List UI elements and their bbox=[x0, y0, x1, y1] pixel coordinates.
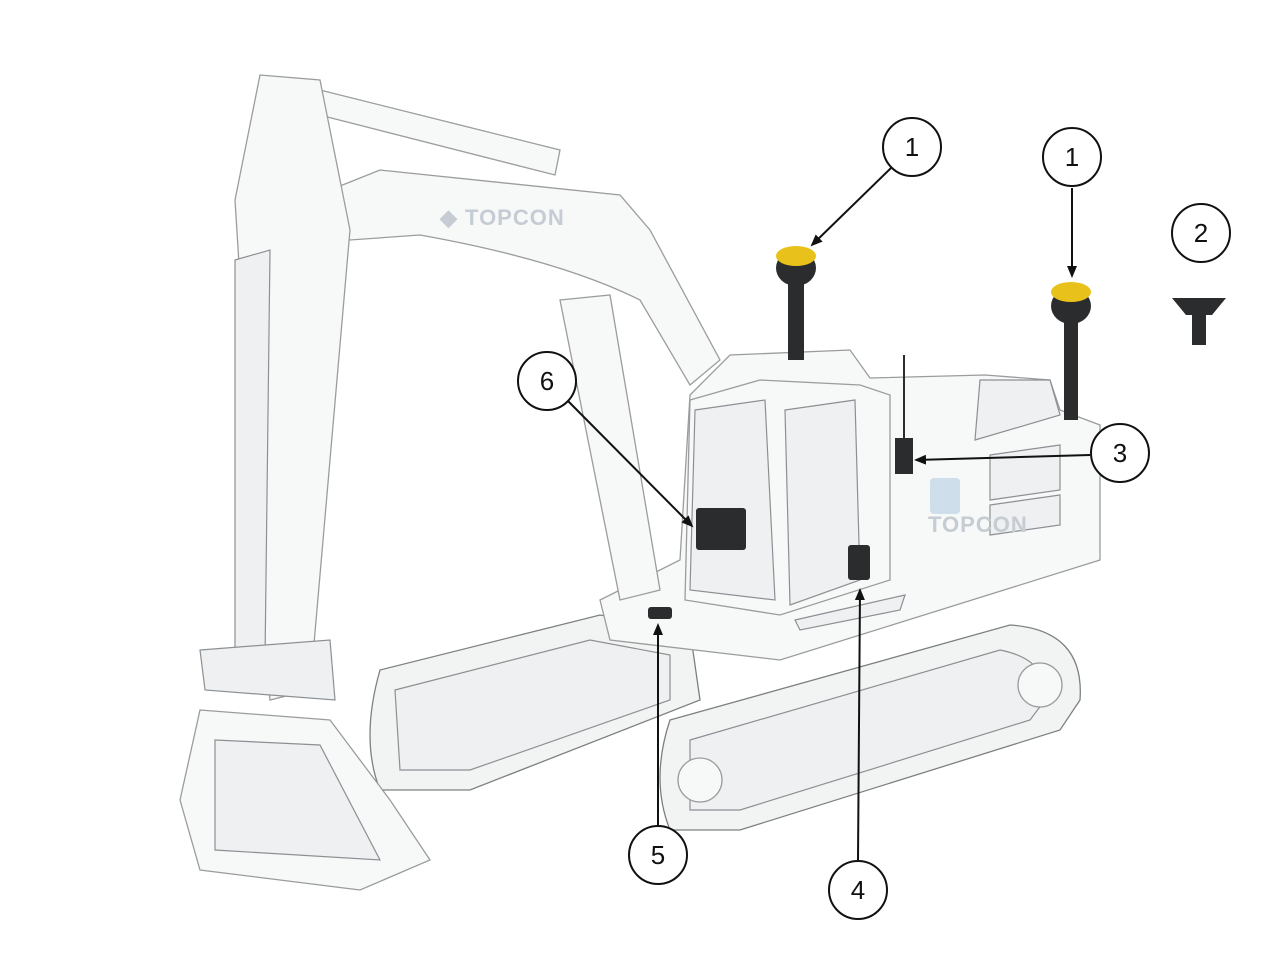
body-logo: TOPCON bbox=[928, 512, 1028, 537]
rear-track bbox=[369, 614, 701, 791]
callout-3: 3 bbox=[1090, 423, 1150, 483]
body-logo-mark bbox=[930, 478, 960, 514]
gnss-antenna-left[interactable] bbox=[776, 246, 816, 360]
callout-2: 2 bbox=[1171, 203, 1231, 263]
arrow-4 bbox=[854, 588, 865, 861]
bucket bbox=[179, 709, 431, 891]
callout-5: 5 bbox=[628, 825, 688, 885]
callout-6: 6 bbox=[517, 351, 577, 411]
boom bbox=[299, 84, 721, 601]
svg-text:6: 6 bbox=[540, 366, 554, 396]
callout-1b: 1 bbox=[1042, 127, 1102, 187]
arrow-3 bbox=[914, 454, 1091, 465]
svg-text:2: 2 bbox=[1194, 218, 1208, 248]
radio-receiver[interactable] bbox=[895, 355, 913, 474]
svg-text:3: 3 bbox=[1113, 438, 1127, 468]
callout-4: 4 bbox=[828, 860, 888, 920]
arm bbox=[199, 74, 351, 701]
callout-1a: 1 bbox=[882, 117, 942, 177]
cab-sensor[interactable] bbox=[848, 545, 870, 580]
svg-text:4: 4 bbox=[851, 875, 865, 905]
svg-text:1: 1 bbox=[1065, 142, 1079, 172]
cab bbox=[684, 379, 891, 616]
antenna-mount-part[interactable] bbox=[1172, 298, 1226, 345]
arrow-6 bbox=[567, 400, 694, 528]
svg-text:1: 1 bbox=[905, 132, 919, 162]
svg-text:5: 5 bbox=[651, 840, 665, 870]
boom-logo: ◆ TOPCON bbox=[439, 205, 565, 230]
control-box-display[interactable] bbox=[696, 508, 746, 550]
gnss-antenna-right[interactable] bbox=[1051, 282, 1091, 420]
front-track bbox=[659, 624, 1081, 831]
swing-sensor[interactable] bbox=[648, 607, 672, 619]
arrow-1a bbox=[810, 167, 892, 247]
